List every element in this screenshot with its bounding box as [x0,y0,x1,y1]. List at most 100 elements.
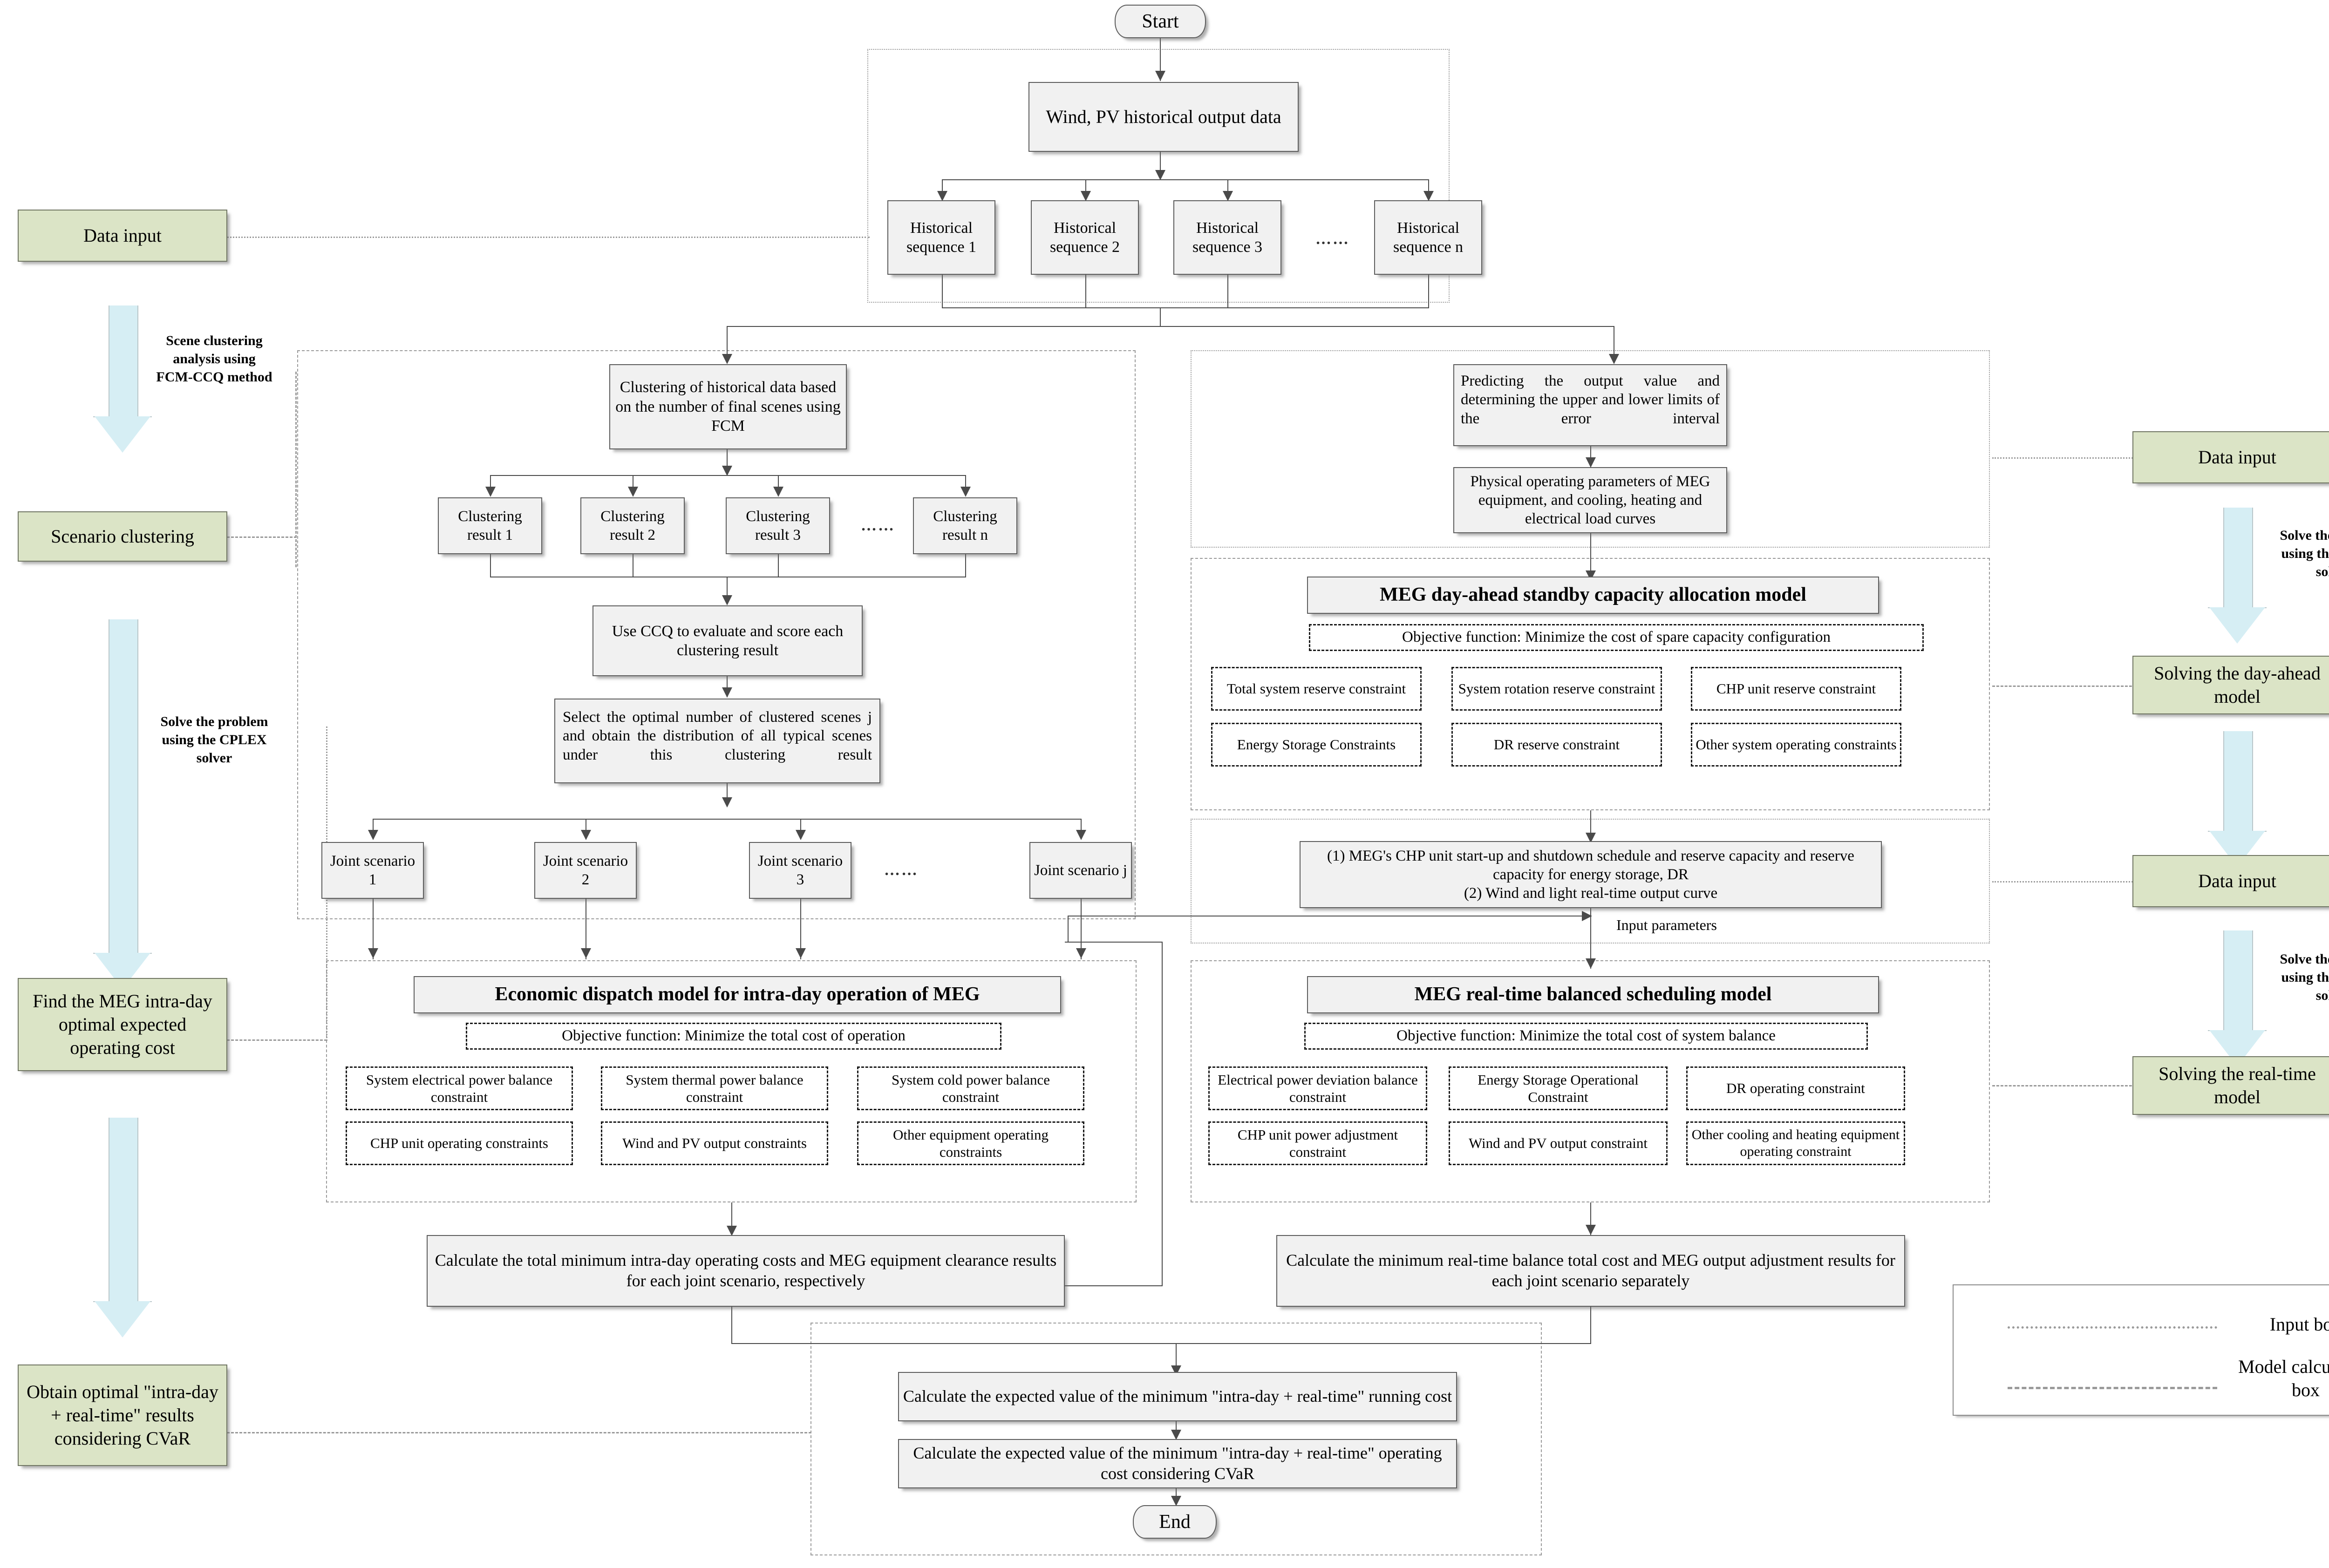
container-final-results [810,1323,1542,1555]
leader-left-clustering [227,536,297,538]
constraint-energy-storage: Energy Storage Constraints [1211,723,1422,767]
node-historical-sequence-1: Historical sequence 1 [887,200,995,275]
constraint-label: System electrical power balance constrai… [366,1071,553,1105]
node-calc-intraday: Calculate the total minimum intra-day op… [427,1235,1065,1307]
constraint-chp-power-adjustment: CHP unit power adjustment constraint [1208,1121,1427,1165]
node-realtime-objective: Objective function: Minimize the total c… [1304,1023,1868,1050]
connector-fcm-down [727,449,728,475]
node-historical-sequence-3: Historical sequence 3 [1173,200,1281,275]
constraint-other-equipment-operating: Other equipment operating constraints [857,1121,1084,1165]
constraint-label: Wind and PV output constraints [622,1135,807,1152]
leader-left-cvar [227,1432,811,1433]
container-intraday-model [326,960,1137,1202]
connector-clusterfan-1 [490,475,491,494]
node-clustering-result-n: Clustering result n [913,497,1017,554]
rail-left-step-data-input: Data input [18,210,227,262]
constraint-dr-operating: DR operating constraint [1686,1066,1905,1110]
connector-jointfan-4 [1081,819,1082,837]
connector-seq-merge [942,307,1429,308]
connector-start-to-wind [1160,30,1161,81]
calc-realtime-label: Calculate the minimum real-time balance … [1286,1251,1895,1290]
blue-arrow-right-3 [2208,930,2267,1070]
arrowhead-joint-4 [1076,830,1086,840]
select-optimal-label: Select the optimal number of clustered s… [563,709,872,763]
constraint-system-cold-balance: System cold power balance constraint [857,1066,1084,1110]
constraint-label: Other cooling and heating equipment oper… [1691,1127,1900,1159]
connector-seq3-down [1227,275,1228,308]
arrowhead-to-select [722,687,732,698]
connector-fan-drop-3 [1227,179,1228,200]
physical-params-label: Physical operating parameters of MEG equ… [1470,473,1710,528]
arrowhead-input-params [1582,911,1592,921]
connector-fan-top [942,179,1429,180]
node-start-label: Start [1142,11,1179,32]
connector-joint1-down [373,899,374,959]
constraint-label: Energy Storage Constraints [1237,736,1396,753]
constraint-energy-storage-operational: Energy Storage Operational Constraint [1449,1066,1668,1110]
joint-scenario-3-label: Joint scenario 3 [757,852,843,888]
legend-label-model-box: Model calculation box [2238,1356,2329,1400]
node-historical-sequence-n: Historical sequence n [1374,200,1482,275]
constraint-label: System cold power balance constraint [891,1071,1050,1105]
rail-left-step-label: Scenario clustering [51,526,194,547]
constraint-label: Wind and PV output constraint [1469,1135,1648,1152]
node-select-optimal: Select the optimal number of clustered s… [554,699,880,783]
connector-select-down [727,783,728,807]
connector-clusterfan-4 [965,475,966,494]
blue-arrow-left-2 [93,619,152,992]
node-calc-expected: Calculate the expected value of the mini… [898,1372,1457,1421]
leader-left-clustering-v [295,372,297,567]
connector-wind-to-fan [1160,151,1161,179]
blue-arrow-left-1 [93,305,152,455]
constraint-label: Other system operating constraints [1696,736,1897,753]
historical-sequence-2-label: Historical sequence 2 [1049,219,1120,256]
arrowhead-start-to-wind [1155,71,1165,81]
arrowhead-to-clustering [722,354,732,364]
constraint-other-cooling-heating: Other cooling and heating equipment oper… [1686,1121,1905,1165]
legend-line-input-box [2008,1326,2217,1329]
arrowhead-seq-2 [1081,191,1091,201]
node-day-ahead-model-title: MEG day-ahead standby capacity allocatio… [1307,577,1879,614]
constraint-wind-pv-output-rt: Wind and PV output constraint [1449,1121,1668,1165]
calc-expected-label: Calculate the expected value of the mini… [903,1387,1452,1406]
joint-scenario-j-label: Joint scenario j [1034,862,1127,879]
leader-right-realtime [1992,1085,2169,1086]
constraint-label: CHP unit reserve constraint [1716,680,1876,697]
node-intraday-model-title: Economic dispatch model for intra-day op… [414,976,1061,1013]
leader-left-intraday [227,1039,327,1041]
intraday-objective-label: Objective function: Minimize the total c… [562,1027,906,1045]
connector-split-left [727,326,728,359]
arrowhead-wind-down [1155,170,1165,180]
arrowhead-realtime-calc [1586,1225,1596,1235]
connector-intraday-to-calc [731,1202,732,1236]
connector-realtime-to-calc [1590,1202,1591,1235]
arrowhead-joint2-model [581,948,591,958]
connector-seq2-down [1085,275,1086,308]
connector-bottom-merge [731,1343,1591,1344]
rail-right-step-label: Data input [2198,447,2276,468]
rail-right-step-label: Solving the real-time model [2159,1063,2316,1107]
arrowhead-joint3-model [796,948,806,958]
arrowhead-seq-4 [1423,191,1434,201]
node-clustering-fcm: Clustering of historical data based on t… [609,364,847,449]
node-clustering-result-2: Clustering result 2 [580,497,685,554]
node-joint-scenario-1: Joint scenario 1 [321,842,424,899]
rail-right-step-label: Data input [2198,870,2276,891]
day-ahead-objective-label: Objective function: Minimize the cost of… [1402,629,1831,646]
connector-calc-intraday-back [1065,1285,1163,1286]
rail-left-step-scenario-clustering: Scenario clustering [18,511,227,562]
arrowhead-seq-3 [1223,191,1233,201]
arrowhead-cluster-2 [628,487,638,497]
connector-bottom-merge-down [1176,1343,1177,1375]
node-joint-scenario-j: Joint scenario j [1029,842,1132,899]
connector-jointfan-top [373,819,1081,820]
legend-line-model-box [2008,1387,2217,1389]
constraint-label: Total system reserve constraint [1226,680,1406,697]
node-physical-params: Physical operating parameters of MEG equ… [1453,467,1727,533]
rail-left-step-label: Obtain optimal "intra-day + real-time" r… [27,1381,218,1449]
container-scenario-clustering [297,350,1136,919]
constraint-label: Electrical power deviation balance const… [1218,1071,1418,1105]
calc-intraday-label: Calculate the total minimum intra-day op… [435,1251,1057,1290]
constraint-chp-unit-reserve: CHP unit reserve constraint [1691,667,1901,711]
